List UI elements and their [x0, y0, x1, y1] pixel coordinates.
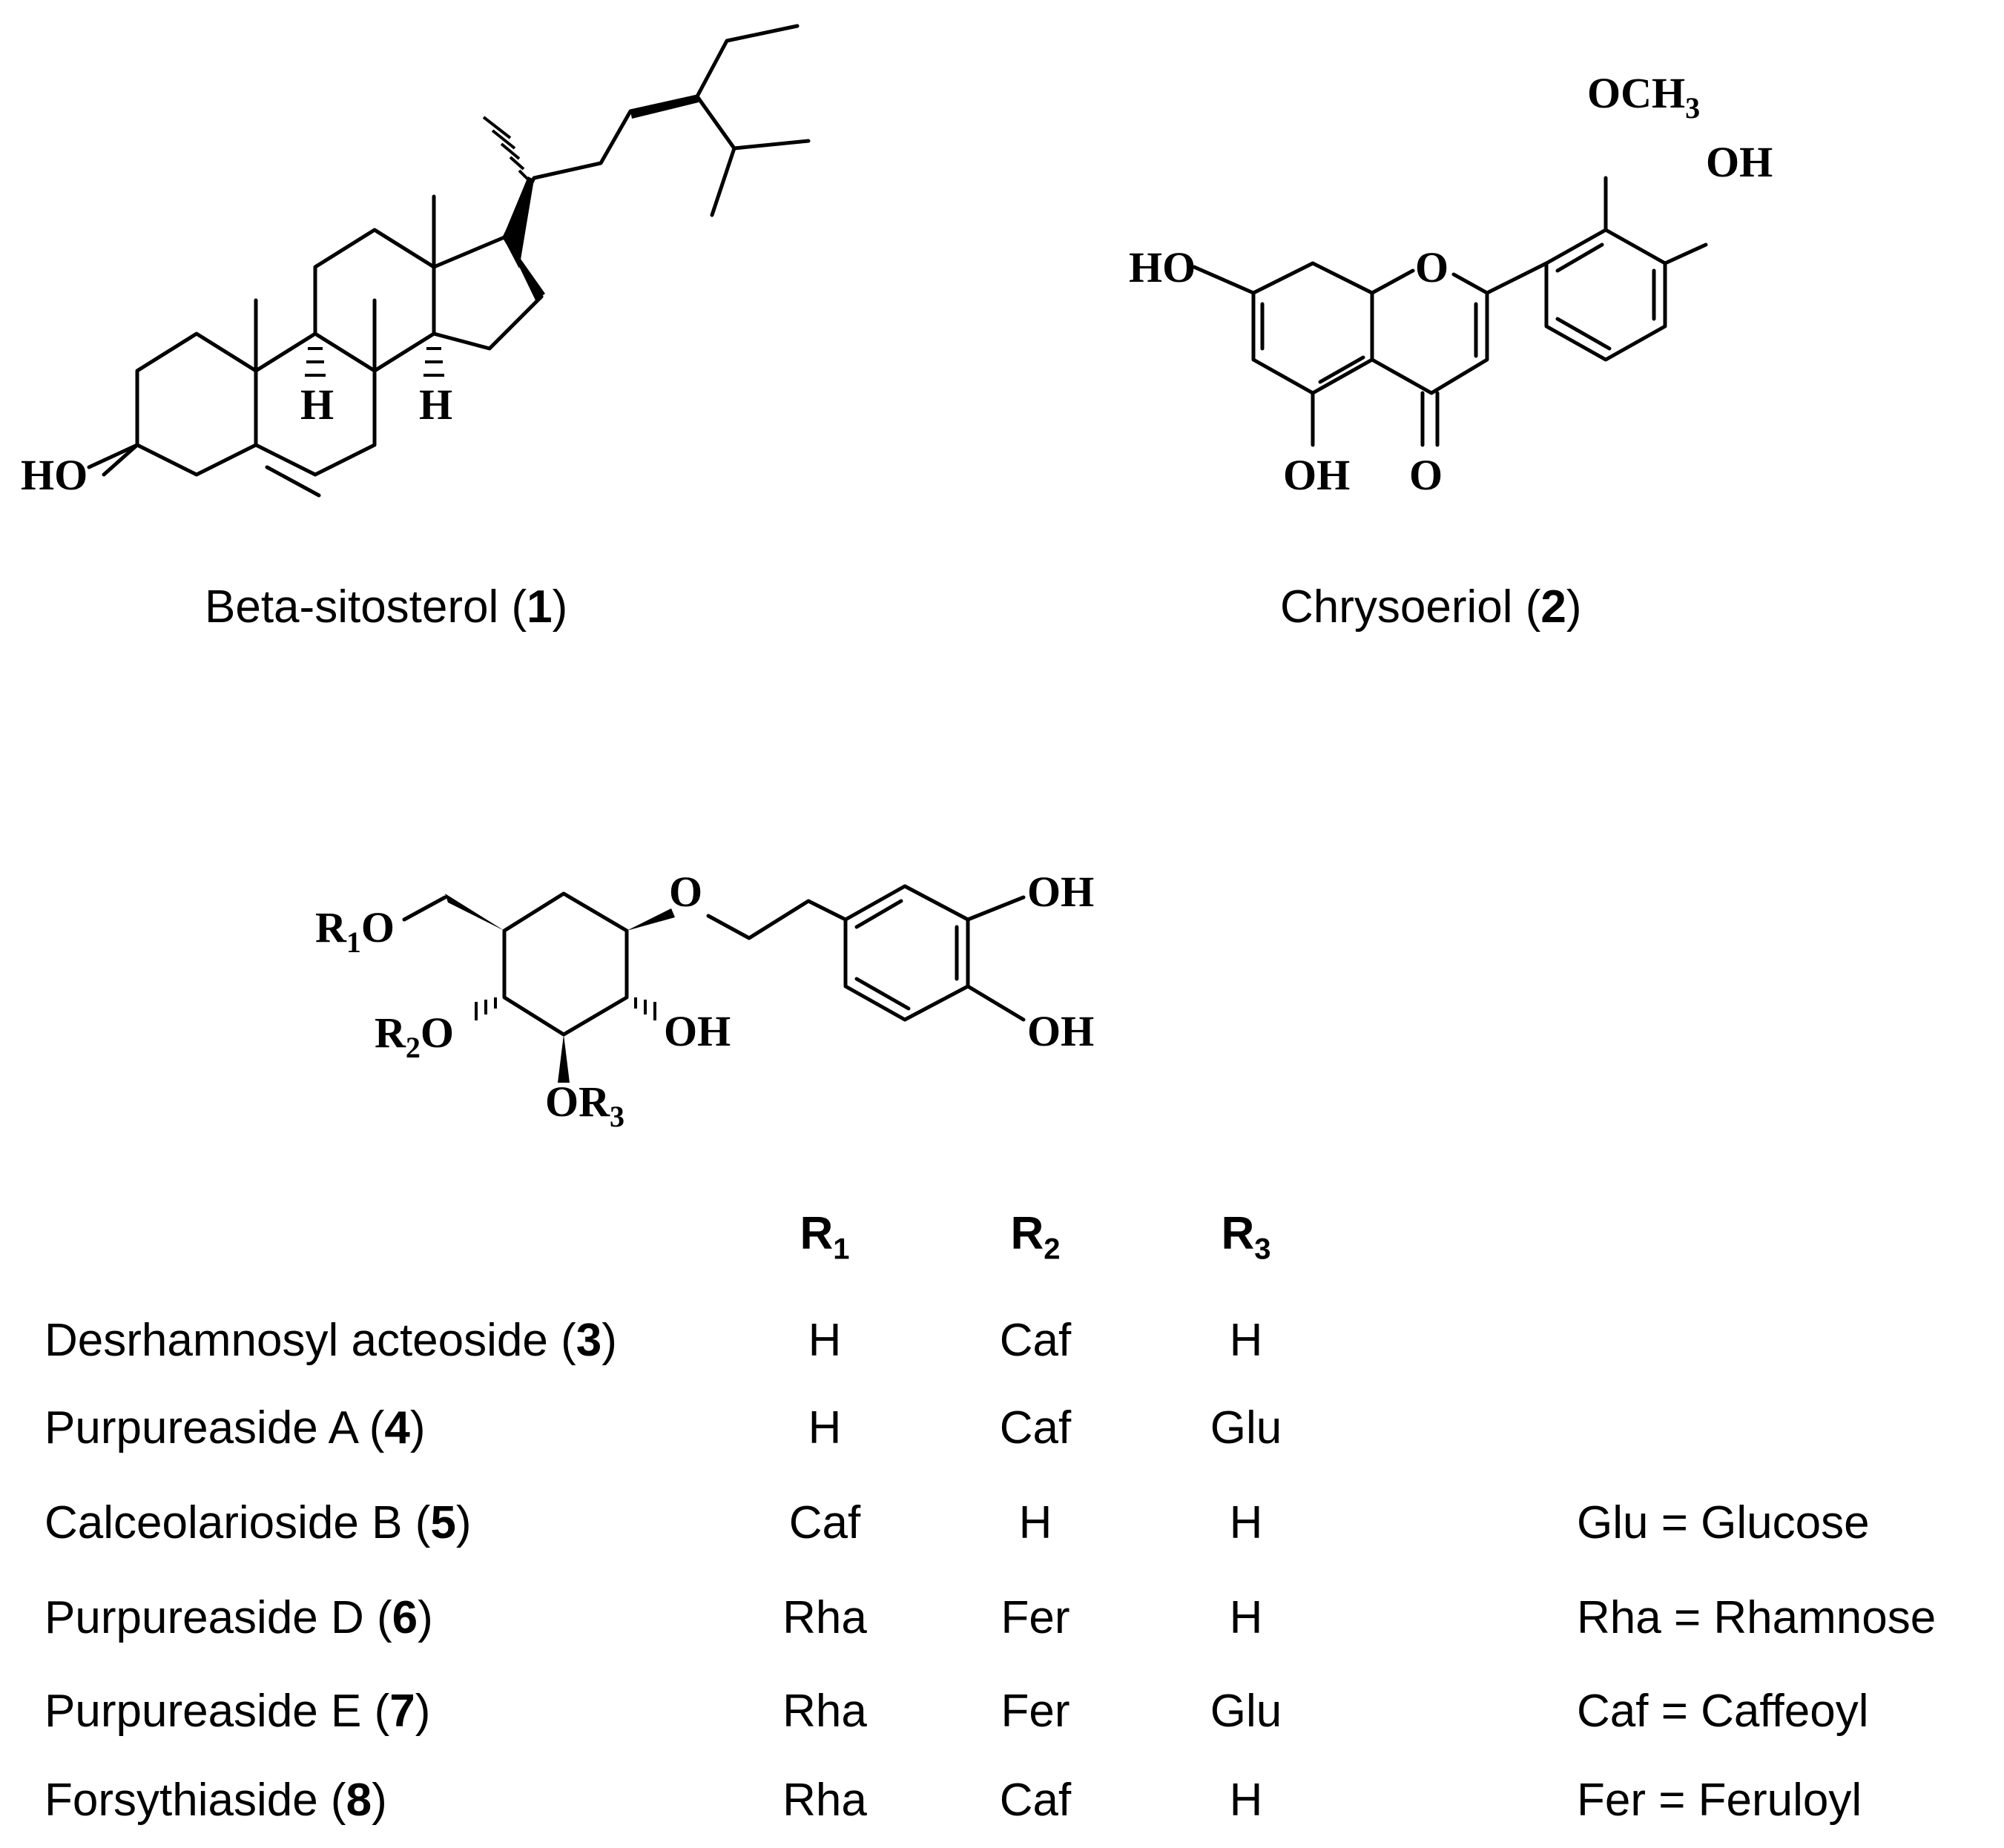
r1-value: Rha — [782, 1775, 867, 1826]
glycoside-r1-label: R1O — [315, 903, 395, 959]
r3-value: H — [1229, 1497, 1263, 1548]
glycoside-r3-label: OR3 — [545, 1078, 624, 1133]
r1-value: H — [808, 1402, 842, 1453]
compound-name: Forsythiaside (8) — [45, 1775, 387, 1826]
sitosterol-ho-label: HO — [21, 451, 88, 499]
r1-value: Rha — [782, 1686, 867, 1737]
chrysoeriol-och3-label: OCH3 — [1587, 69, 1700, 125]
compound-name: Desrhamnosyl acteoside (3) — [45, 1315, 617, 1366]
glycoside-ring-oh-label: OH — [664, 1007, 731, 1055]
glycoside-wedge-or3 — [558, 1034, 570, 1083]
legend-item-caffeoyl: Caf = Caffeoyl — [1577, 1686, 1869, 1737]
compound-name: Purpureaside E (7) — [45, 1686, 431, 1737]
legend-item-feruloyl: Fer = Feruloyl — [1577, 1775, 1862, 1826]
r2-value: Caf — [999, 1402, 1072, 1453]
chrysoeriol-oh-top-label: OH — [1706, 138, 1773, 186]
glycoside-wedge-o — [627, 908, 675, 931]
chrysoeriol-carbonyl-o-label: O — [1409, 451, 1443, 499]
chrysoeriol-ring-o-label: O — [1415, 243, 1448, 291]
r2-value: Caf — [999, 1775, 1072, 1826]
legend-item-glucose: Glu = Glucose — [1577, 1497, 1870, 1548]
sitosterol-hash-h — [305, 347, 444, 377]
sitosterol-wedge-side — [503, 176, 534, 268]
r3-value: Glu — [1210, 1402, 1282, 1453]
chrysoeriol-ho-label: HO — [1129, 243, 1196, 291]
r1-value: Rha — [782, 1592, 867, 1643]
chrysoeriol-oh-bottom-label: OH — [1283, 451, 1350, 499]
r3-value: H — [1229, 1315, 1263, 1366]
table-header-r1: R1 — [800, 1208, 850, 1266]
legend-item-rhamnose: Rha = Rhamnose — [1577, 1592, 1937, 1643]
r3-value: H — [1229, 1775, 1263, 1826]
sitosterol-caption: Beta-sitosterol (1) — [205, 581, 568, 633]
r1-value: H — [808, 1315, 842, 1366]
r2-value: Fer — [1001, 1592, 1070, 1643]
sitosterol-h-left-label: H — [300, 380, 334, 429]
compound-name: Purpureaside D (6) — [45, 1592, 433, 1643]
r1-value: Caf — [788, 1497, 861, 1548]
table-header-r2: R2 — [1010, 1208, 1061, 1266]
sitosterol-wedge-d — [504, 236, 545, 300]
r2-value: Fer — [1001, 1686, 1070, 1737]
chrysoeriol-structure — [1192, 176, 1708, 447]
glycoside-oh-bottom-label: OH — [1027, 1007, 1094, 1055]
glycoside-oh-top-label: OH — [1027, 868, 1094, 916]
r2-value: H — [1018, 1497, 1052, 1548]
glycoside-structure — [402, 884, 1026, 1037]
compound-name: Purpureaside A (4) — [45, 1402, 426, 1453]
glycoside-r2-label: R2O — [375, 1009, 454, 1064]
r3-value: Glu — [1210, 1686, 1282, 1737]
table-header-r3: R3 — [1221, 1208, 1271, 1266]
r2-value: Caf — [999, 1315, 1072, 1366]
glycoside-wedge-ch2 — [445, 894, 504, 931]
glycoside-ether-o-label: O — [669, 868, 702, 916]
compound-name: Calceolarioside B (5) — [45, 1497, 472, 1548]
sitosterol-wedge-ring — [630, 95, 699, 119]
chrysoeriol-caption: Chrysoeriol (2) — [1280, 581, 1582, 633]
sitosterol-h-right-label: H — [419, 380, 452, 429]
r3-value: H — [1229, 1592, 1263, 1643]
glycoside-hash-bonds — [475, 997, 656, 1020]
sitosterol-hash-methyl — [482, 116, 530, 181]
